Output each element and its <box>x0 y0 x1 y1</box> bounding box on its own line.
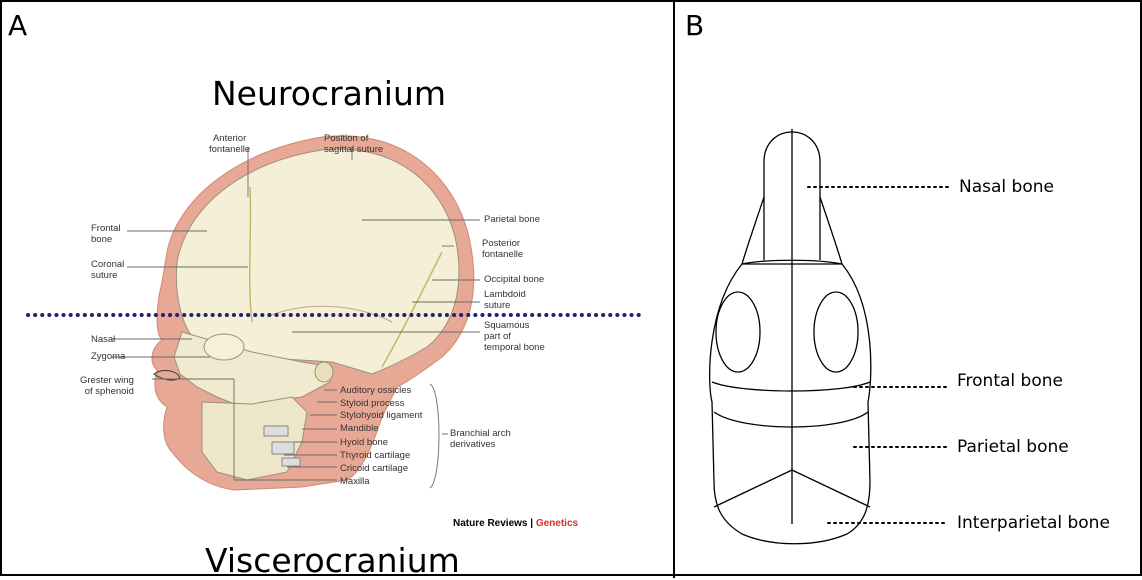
label-hyoid-bone: Hyoid bone <box>340 437 388 448</box>
label-branchial-arch: Branchial arch derivatives <box>450 428 511 450</box>
label-styloid-process: Styloid process <box>340 398 404 409</box>
viscerocranium-title: Viscerocranium <box>205 544 460 577</box>
credit-section: Genetics <box>536 518 578 529</box>
source-credit: Nature Reviews | Genetics <box>453 518 578 529</box>
label-squamous: Squamous part of temporal bone <box>484 320 545 353</box>
parietal-suture <box>714 412 868 427</box>
thyroid-shape <box>272 442 294 454</box>
label-greater-wing: Grester wing of sphenoid <box>80 375 134 397</box>
label-mandible: Mandible <box>340 423 379 434</box>
label-posterior-fontanelle: Posterior fontanelle <box>482 238 523 260</box>
orbit-shape <box>204 334 244 360</box>
label-sagittal-suture: Position of sagittal suture <box>324 133 383 155</box>
label-thyroid-cartilage: Thyroid cartilage <box>340 450 410 461</box>
label-zygoma: Zygoma <box>91 351 125 362</box>
hyoid-shape <box>264 426 288 436</box>
label-frontal-bone-b: Frontal bone <box>957 373 1063 390</box>
label-stylohyoid-ligament: Stylohyoid ligament <box>340 410 422 421</box>
label-parietal-bone: Parietal bone <box>484 214 540 225</box>
dorsal-skull-schematic <box>710 129 871 544</box>
label-frontal-bone: Frontal bone <box>91 223 121 245</box>
skull-outline <box>710 264 871 544</box>
cricoid-shape <box>282 458 300 466</box>
label-parietal-bone-b: Parietal bone <box>957 439 1069 456</box>
label-lambdoid-suture: Lambdoid suture <box>484 289 526 311</box>
snout-left <box>742 197 764 264</box>
snout-right <box>820 197 842 264</box>
label-auditory-ossicles: Auditory ossicles <box>340 385 411 396</box>
label-nasal: Nasal <box>91 334 115 345</box>
auditory-ossicles-shape <box>315 362 333 382</box>
frontal-suture <box>712 382 870 391</box>
label-nasal-bone: Nasal bone <box>959 179 1054 196</box>
label-interparietal-bone: Interparietal bone <box>957 515 1110 532</box>
credit-journal: Nature Reviews | <box>453 518 536 529</box>
label-coronal-suture: Coronal suture <box>91 259 124 281</box>
panel-b-leaders <box>808 187 948 523</box>
right-orbit <box>814 292 858 372</box>
neurocranium-title: Neurocranium <box>212 77 446 110</box>
label-anterior-fontanelle: Anterior fontanelle <box>209 133 250 155</box>
label-maxilla: Maxilla <box>340 476 370 487</box>
left-orbit <box>716 292 760 372</box>
skull-illustration <box>112 136 480 490</box>
label-cricoid-cartilage: Cricoid cartilage <box>340 463 408 474</box>
label-occipital-bone: Occipital bone <box>484 274 544 285</box>
